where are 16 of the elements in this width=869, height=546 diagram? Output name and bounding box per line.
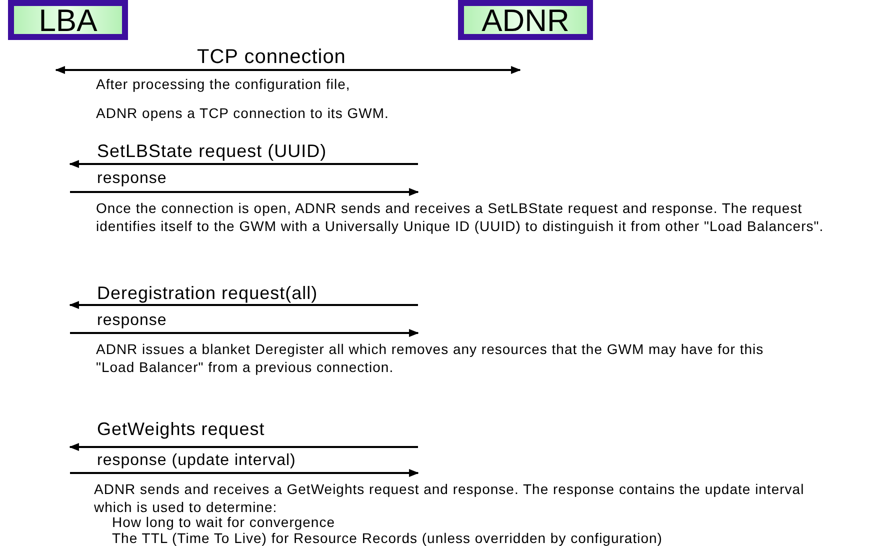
note-text: Once the connection is open, ADNR sends and receives a SetLBState request and response. The request identifies itself to the GWM with a Universally Unique ID (UUID) to distinguish it from other "Load Balancers". <box>96 200 825 235</box>
note-text: The TTL (Time To Live) for Resource Records (unless overridden by configuration) <box>112 530 662 546</box>
note-text: ADNR sends and receives a GetWeights request and response. The response contains the update interval which is used to determine: <box>94 481 806 516</box>
note-text: ADNR opens a TCP connection to its GWM. <box>96 105 389 122</box>
message-label: response <box>97 311 167 331</box>
component-box: LBA <box>8 0 128 40</box>
component-box: ADNR <box>458 0 593 40</box>
note-text: After processing the configuration file, <box>96 76 350 94</box>
message-label: response (update interval) <box>97 451 296 471</box>
message-label: GetWeights request <box>97 418 265 440</box>
message-label: Deregistration request(all) <box>97 282 318 304</box>
message-label: TCP connection <box>197 45 346 70</box>
message-label: SetLBState request (UUID) <box>97 140 327 162</box>
note-text: ADNR issues a blanket Deregister all which removes any resources that the GWM may have for this "Load Balancer" from a previous connection. <box>96 341 765 376</box>
note-text: How long to wait for convergence <box>112 514 335 532</box>
message-label: response <box>97 169 167 189</box>
